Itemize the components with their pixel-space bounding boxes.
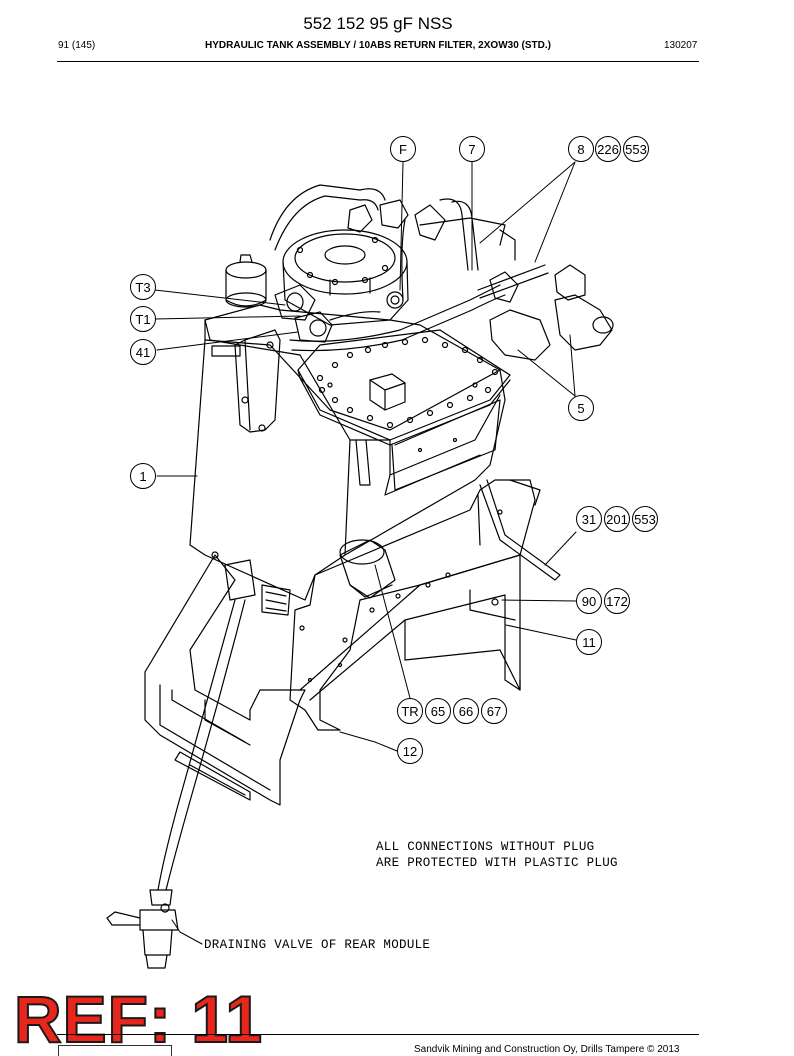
top-cover (297, 329, 511, 446)
callout-5: 5 (568, 395, 594, 421)
svg-text:172: 172 (606, 594, 628, 609)
svg-text:F: F (399, 142, 407, 157)
note-connections-line1: ALL CONNECTIONS WITHOUT PLUG (376, 840, 595, 854)
callout-T1: T1 (130, 306, 156, 332)
callout-201: 201 (604, 506, 630, 532)
svg-text:41: 41 (136, 345, 150, 360)
document-code: 130207 (664, 40, 698, 51)
left-bracket (234, 329, 281, 433)
svg-text:553: 553 (634, 512, 656, 527)
callout-F: F (390, 136, 416, 162)
callout-553-right: 553 (632, 506, 658, 532)
callout-balloons: F 7 8 226 553 T3 T1 41 5 1 31 201 553 90… (130, 136, 658, 764)
note-connections-line2: ARE PROTECTED WITH PLASTIC PLUG (376, 856, 618, 870)
company-logo (58, 1045, 172, 1056)
fittings (274, 199, 614, 361)
drain-hose (106, 599, 246, 969)
callout-553-top: 553 (623, 136, 649, 162)
callout-T3: T3 (130, 274, 156, 300)
svg-text:67: 67 (487, 704, 501, 719)
callout-65: 65 (425, 698, 451, 724)
svg-text:TR: TR (401, 704, 418, 719)
svg-text:8: 8 (577, 142, 584, 157)
breather-cap (225, 254, 267, 308)
suction-fitting (224, 539, 396, 616)
right-rod (477, 479, 561, 606)
callout-172: 172 (604, 588, 630, 614)
leader-lines (154, 161, 577, 945)
svg-text:7: 7 (468, 142, 475, 157)
svg-text:65: 65 (431, 704, 445, 719)
callout-8: 8 (568, 136, 594, 162)
lower-frame (144, 554, 521, 806)
callout-66: 66 (453, 698, 479, 724)
svg-text:31: 31 (582, 512, 596, 527)
svg-text:66: 66 (459, 704, 473, 719)
svg-text:5: 5 (577, 401, 584, 416)
svg-text:90: 90 (582, 594, 596, 609)
ref-stamp: REF: 11 (13, 982, 264, 1056)
filter-housing (282, 229, 409, 326)
top-hoses (269, 184, 549, 352)
svg-text:11: 11 (582, 635, 596, 650)
document-title: 552 152 95 gF NSS (303, 14, 453, 33)
callout-41: 41 (130, 339, 156, 365)
callout-31: 31 (576, 506, 602, 532)
callout-7: 7 (459, 136, 485, 162)
svg-text:201: 201 (606, 512, 628, 527)
page-number: 91 (145) (58, 40, 96, 51)
callout-12: 12 (397, 738, 423, 764)
svg-text:T1: T1 (135, 312, 150, 327)
front-plate (289, 479, 536, 731)
footer-copyright: Sandvik Mining and Construction Oy, Dril… (414, 1044, 680, 1055)
svg-text:553: 553 (625, 142, 647, 157)
callout-67: 67 (481, 698, 507, 724)
callout-1: 1 (130, 463, 156, 489)
header-rule (57, 61, 699, 62)
footer-rule (57, 1034, 699, 1035)
callout-11: 11 (576, 629, 602, 655)
callout-90: 90 (576, 588, 602, 614)
svg-text:T3: T3 (135, 280, 150, 295)
svg-text:1: 1 (139, 469, 146, 484)
svg-text:226: 226 (597, 142, 619, 157)
section-title: HYDRAULIC TANK ASSEMBLY / 10ABS RETURN F… (205, 40, 551, 51)
callout-TR: TR (397, 698, 423, 724)
callout-226: 226 (595, 136, 621, 162)
svg-text:12: 12 (403, 744, 417, 759)
note-draining-valve: DRAINING VALVE OF REAR MODULE (204, 938, 431, 952)
